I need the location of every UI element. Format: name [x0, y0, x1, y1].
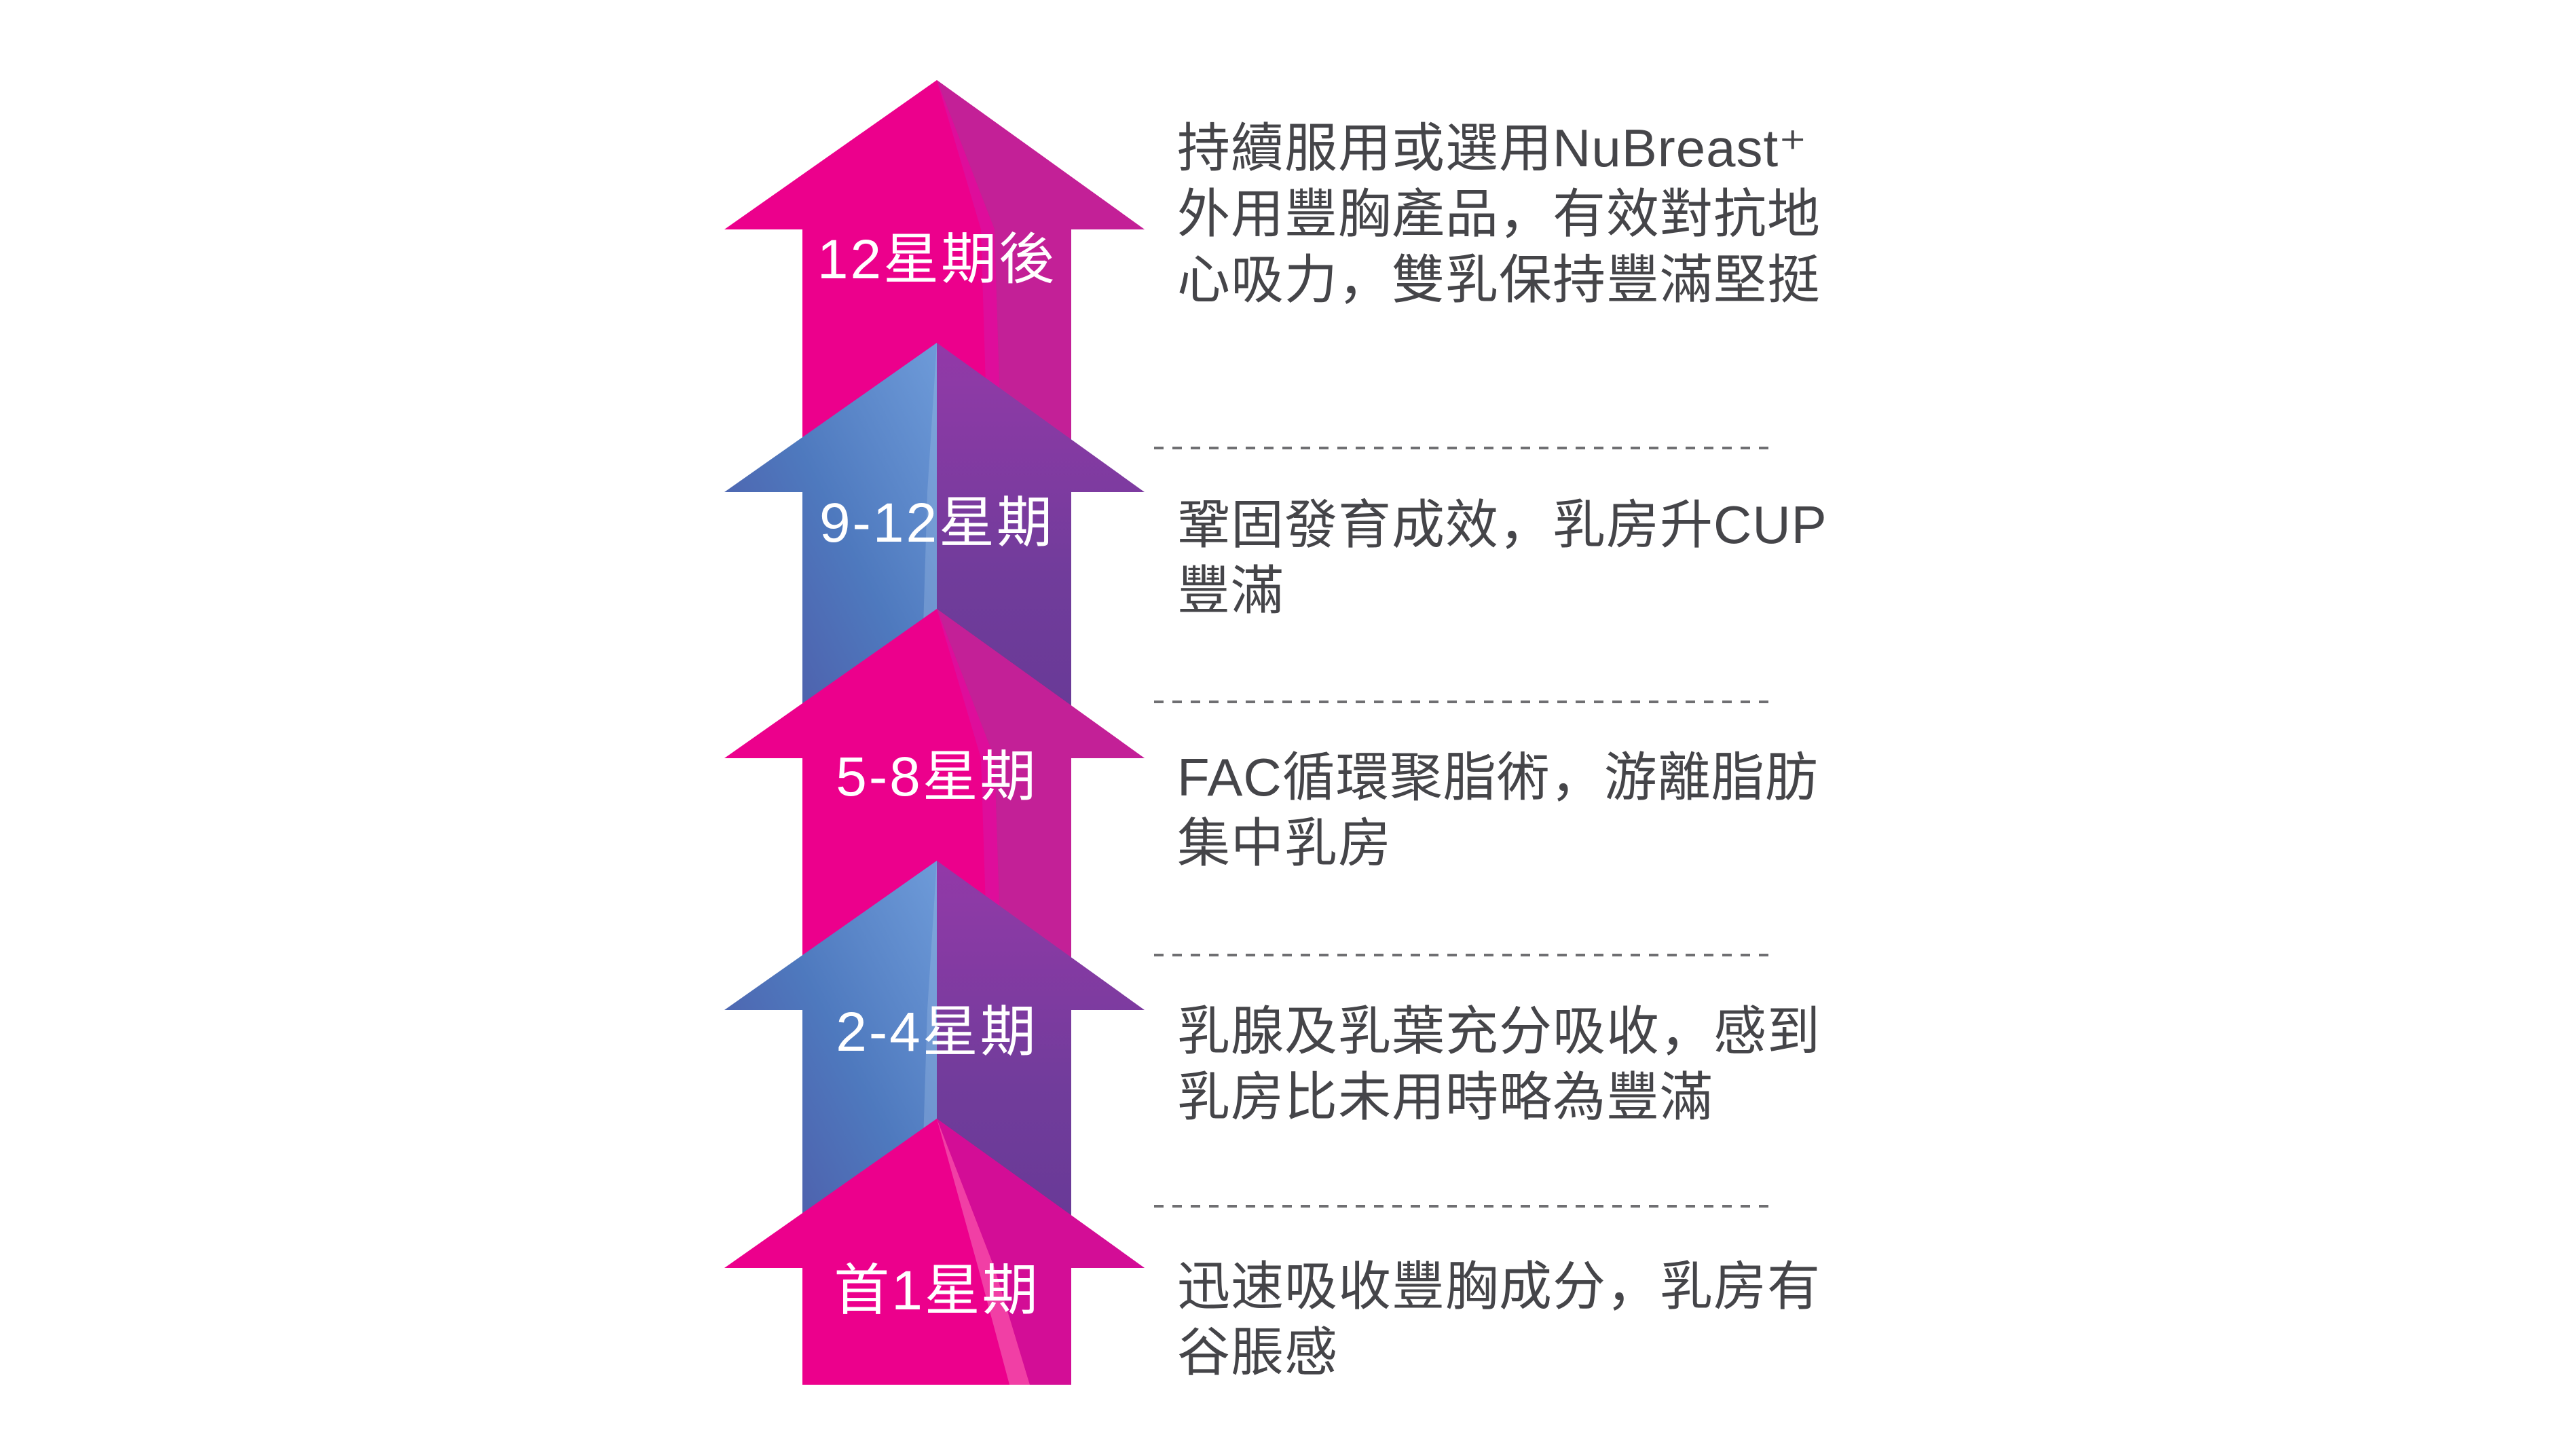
- stage-description-3: FAC循環聚脂術，游離脂肪 集中乳房: [1177, 745, 1819, 876]
- description-line: 迅速吸收豐胸成分，乳房有: [1177, 1256, 1821, 1316]
- arrow-fold-right: [937, 80, 1145, 496]
- arrow-stage-5: 首1星期: [724, 1119, 1145, 1385]
- description-line: 豐滿: [1177, 561, 1285, 620]
- description-line: 鞏固發育成效，乳房升CUP: [1177, 495, 1827, 555]
- stage-label-3: 5-8星期: [836, 746, 1038, 808]
- stage-description-5: 迅速吸收豐胸成分，乳房有 谷脹感: [1177, 1254, 1821, 1385]
- dotted-separator-1: [1154, 447, 1775, 449]
- stage-label-2: 9-12星期: [819, 492, 1054, 554]
- dotted-separator-4: [1154, 1205, 1775, 1208]
- dotted-separator-2: [1154, 701, 1775, 703]
- dotted-separator-3: [1154, 954, 1775, 956]
- description-line: 集中乳房: [1177, 813, 1392, 873]
- stage-label-5: 首1星期: [834, 1260, 1040, 1322]
- description-line: 持續服用或選用NuBreast⁺: [1177, 118, 1808, 178]
- stage-label-1: 12星期後: [817, 229, 1056, 291]
- description-line: FAC循環聚脂術，游離脂肪: [1177, 747, 1819, 807]
- description-line: 外用豐胸產品，有效對抗地: [1177, 184, 1821, 244]
- description-line: 谷脹感: [1177, 1322, 1339, 1382]
- stage-description-2: 鞏固發育成效，乳房升CUP 豐滿: [1177, 492, 1827, 624]
- stage-label-4: 2-4星期: [836, 1001, 1038, 1063]
- arrow-fold-right: [937, 1119, 1145, 1385]
- description-line: 心吸力，雙乳保持豐滿堅挺: [1177, 250, 1821, 310]
- arrow-fold-right: [937, 609, 1145, 1013]
- stage-description-4: 乳腺及乳葉充分吸收，感到 乳房比未用時略為豐滿: [1177, 998, 1821, 1130]
- arrow-stage-1: 12星期後: [724, 80, 1145, 496]
- description-line: 乳腺及乳葉充分吸收，感到: [1177, 1001, 1821, 1061]
- arrow-fold-mid: [937, 1119, 1030, 1385]
- description-line: 乳房比未用時略為豐滿: [1177, 1067, 1714, 1127]
- stage-description-1: 持續服用或選用NuBreast⁺ 外用豐胸產品，有效對抗地 心吸力，雙乳保持豐滿…: [1177, 115, 1821, 313]
